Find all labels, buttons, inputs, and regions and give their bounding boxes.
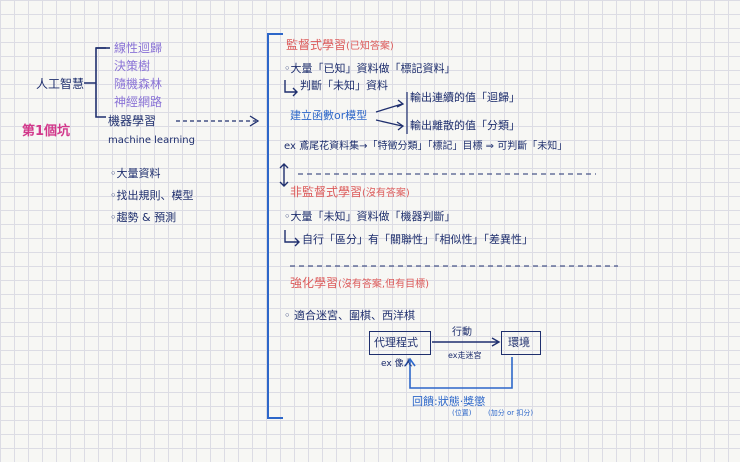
supervised-model: 建立函數or模型 [290,109,368,122]
supervised-line-1: ◦大量「已知」資料做「標記資料」 [284,62,456,75]
action-arrow-head [491,337,501,347]
ml-english-label: machine learning [108,135,195,146]
ml-label: 機器學習 [108,114,157,128]
page-title: 第1個坑 [22,124,71,139]
supervised-example: ex 鳶尾花資料集→「特徵分類」「標記」目標 ⇒ 可判斷「未知」 [284,141,568,152]
section-double-arrow [279,163,289,187]
method-decision-tree: 決策樹 [114,59,151,73]
environment-label: 環境 [508,336,530,349]
model-branch-down [375,119,405,131]
supervised-line-2: 判斷「未知」資料 [300,79,388,92]
method-random-forest: 隨機森林 [114,77,163,91]
judge-arrow [284,80,298,97]
environment-box: 環境 [501,331,541,355]
feedback-reward-note: (加分 or 扣分) [488,409,534,417]
reinforcement-title: 強化學習(沒有答案,但有目標) [290,276,429,290]
ml-arrow-head [249,115,260,127]
unsup-arrow [284,230,300,247]
method-linear-regression: 線性迴歸 [114,41,163,55]
main-bracket [267,33,283,419]
method-neural-network: 神經網路 [114,95,163,109]
feedback-label: 回饋:狀態·獎懲 [412,395,486,408]
agent-box: 代理程式 [369,331,431,355]
feedback-arrow-head [404,357,416,367]
ml-bullet-rules: ◦找出規則、模型 [110,189,194,202]
supervised-output-classification: 輸出離散的值「分類」 [410,119,520,132]
unsupervised-title: 非監督式學習(沒有答案) [290,185,410,199]
agent-example: ex 像人 [381,359,413,369]
unsupervised-line-1: ◦大量「未知」資料做「機器判斷」 [284,210,456,223]
reinforcement-line-1: ◦ 適合迷宮、圍棋、西洋棋 [284,309,415,322]
ai-methods-bracket [84,47,106,118]
feedback-loop [409,357,513,389]
ai-label: 人工智慧 [36,77,85,91]
agent-label: 代理程式 [374,336,418,349]
ml-bullet-trend: ◦趨勢 & 預測 [110,211,177,224]
supervised-title: 監督式學習(已知答案) [286,38,394,52]
supervised-output-regression: 輸出連續的值「迴歸」 [410,91,520,104]
model-branch-up [375,99,405,113]
ml-bullet-data: ◦大量資料 [110,167,161,180]
unsupervised-line-2: 自行「區分」有「關聯性」「相似性」「差異性」 [302,233,533,246]
action-label: 行動 [452,327,472,338]
action-example: ex走迷宮 [448,351,482,360]
feedback-state-note: (位置) [452,409,472,417]
